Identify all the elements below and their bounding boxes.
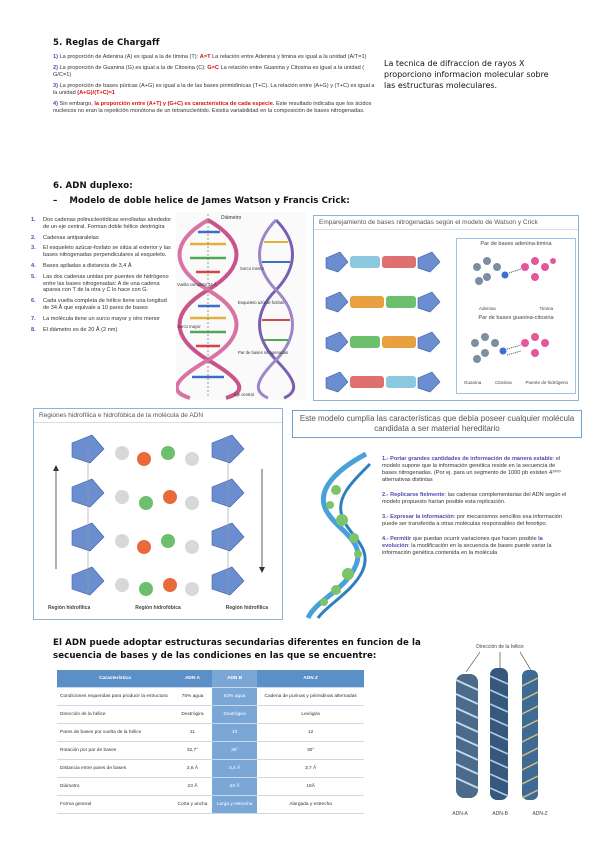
feature-item: 7.La molécula tiene un surco mayor y otr… [31,315,160,322]
regions-panel-title: Regiones hidrofílica e hidrofóbica de la… [34,409,282,423]
rule-2: 2) La proporción de Guanina (G) es igual… [53,65,365,78]
helix-label: Par de bases nitrogenadas [238,350,288,355]
watson-crick-features: 1.Dos cadenas polinucleotídicas enrollad… [31,217,173,337]
feature-item: 1.Dos cadenas polinucleotídicas enrollad… [31,217,172,230]
helix-label: Surco mayor [177,324,201,329]
double-helix-figure: Diámetro Vuelta completa 34 Å Surco mayo… [174,212,306,400]
property-3: 3.- Expresar la información: por mecanis… [382,514,563,527]
table-header: Característica [57,670,173,688]
helix-label: Diámetro [221,215,242,221]
double-helix-illustration: Diámetro Vuelta completa 34 Å Surco mayo… [174,214,295,400]
feature-item: 5.Las dos cadenas unidas por puentes de … [31,273,169,294]
dna-3d-figure [296,450,382,620]
regions-diagram [53,434,265,596]
model-requirements-box: Este modelo cumplía las características … [292,410,582,438]
dna-properties-list: 1.- Portar grandes cantidades de informa… [382,456,570,557]
xray-side-note: La tecnica de difraccion de rayos X prop… [384,59,549,90]
base-pairing-title: Emparejamiento de bases nitrogenadas seg… [314,216,578,230]
pair-gc-title: Par de bases guanina-citosina [478,315,554,321]
feature-item: 8.El diámetro es de 20 Å (2 nm) [31,326,118,333]
secondary-structures-title: El ADN puede adoptar estructuras secunda… [53,638,421,661]
regions-panel: Regiones hidrofílica e hidrofóbica de la… [33,408,283,620]
helix-label: Surco menor [240,266,265,271]
dna-forms-illustration [455,651,539,800]
helix-label: Esqueleto azúcar-fosfato [238,300,285,305]
at-pair-molecule [473,257,556,285]
feature-item: 6.Cada vuelta completa de hélice tiene u… [31,298,167,311]
section6-title: 6. ADN duplexo: [53,181,133,191]
helix-label: Eje central [234,392,254,397]
property-1: 1.- Portar grandes cantidades de informa… [382,456,561,483]
property-2: 2.- Replicarse fielmente: las cadenas co… [382,492,567,505]
table-header: ADN B [211,670,258,688]
base-pairing-panel: Emparejamiento de bases nitrogenadas seg… [313,215,579,401]
section5-title: 5. Reglas de Chargaff [53,38,160,48]
rule-4: 4) Sin embargo, la proporción entre (A+T… [53,101,372,114]
table-header: ADN A [173,670,212,688]
feature-item: 2.Cadenas antiparalelas [31,234,99,241]
feature-item: 3.El esqueleto azúcar-fosfato se sitúa a… [31,245,171,259]
pair-at-title: Par de bases adenina-timina [480,241,552,247]
dash-bullet: – [53,196,58,206]
dna-ribbon-illustration [305,451,372,620]
feature-item: 4.Bases apiladas a distancia de 3,4 Å [31,262,132,269]
rule-3: 3) La proporción de bases púricas (A+G) … [53,83,375,96]
gc-pair-molecule [471,333,549,363]
dna-forms-table: Característica ADN A ADN B ADN Z Condici… [57,670,364,814]
table-header: ADN Z [257,670,364,688]
table-row: Condiciones requeridas para producir la … [57,687,364,706]
chargaff-rules: 1) La proporción de Adenina (A) es igual… [53,54,375,115]
base-pairing-diagram [325,251,441,393]
rule-1: 1) La proporción de Adenina (A) es igual… [53,54,367,60]
section6-subtitle: –Modelo de doble helice de James Watson … [53,196,350,206]
forms-figure-title: Dirección de la hélice [476,644,524,650]
table-header-row: Característica ADN A ADN B ADN Z [57,670,364,688]
property-4: 4.- Permitir que puedan ocurrir variacio… [382,536,552,556]
helix-label: Vuelta completa 34 Å [177,282,217,287]
